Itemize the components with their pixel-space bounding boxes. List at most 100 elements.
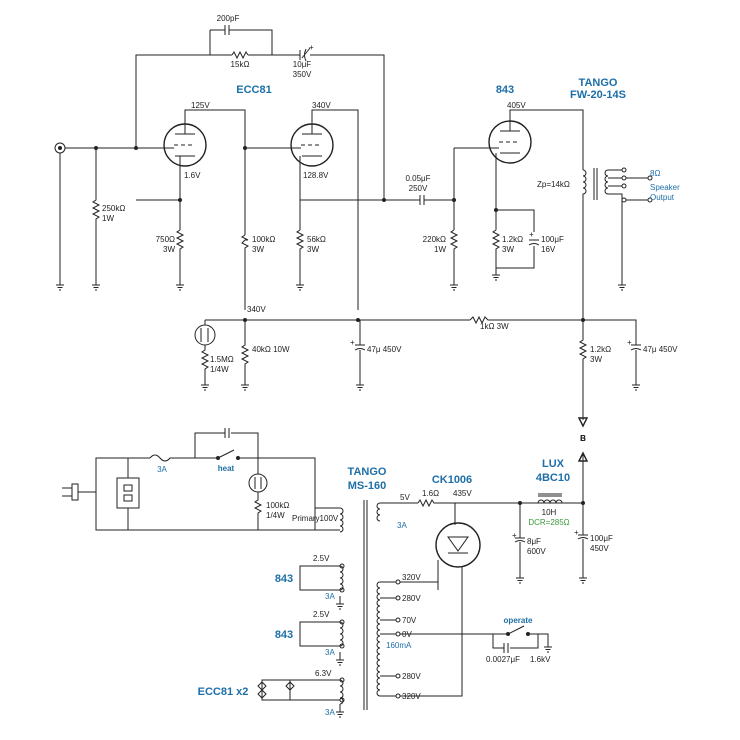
ground-icon [450, 284, 458, 291]
label-1-2k-b: 1.2kΩ [590, 345, 611, 354]
svg-text:+: + [529, 230, 534, 239]
label-zp: Zp=14kΩ [537, 180, 570, 189]
feedback-cap-wire [210, 29, 273, 55]
label-843-h1: 843 [275, 573, 293, 585]
hv-secondary [376, 581, 381, 697]
label-100k-neon-w: 1/4W [266, 511, 285, 520]
label-6-3v: 6.3V [315, 669, 332, 678]
label-b-bottom: B [580, 434, 586, 443]
ground-icon [176, 284, 184, 291]
label-8ohm: 8Ω [650, 169, 660, 178]
label-5v: 5V [400, 493, 410, 502]
label-1-6v: 1.6V [184, 171, 201, 180]
label-output: Output [650, 193, 675, 202]
ground-icon [56, 284, 64, 291]
label-0-05uf: 0.05μF [405, 174, 430, 183]
label-100k: 100kΩ [252, 235, 275, 244]
resistor-15k [231, 50, 249, 60]
label-280v-a: 280V [402, 594, 421, 603]
label-340v-rail: 340V [247, 305, 266, 314]
resistor-1-5m [200, 320, 210, 385]
label-ck1006: CK1006 [432, 474, 472, 486]
resistor-1-6ohm [417, 498, 456, 525]
ground-icon [296, 284, 304, 291]
label-200pf: 200pF [217, 14, 240, 23]
label-2-5v-a: 2.5V [313, 554, 330, 563]
label-340v-a: 340V [312, 101, 331, 110]
label-fw-20-14s: FW-20-14S [570, 89, 626, 101]
label-47u-a: 47μ 450V [367, 345, 402, 354]
resistor-250k [91, 148, 101, 285]
label-10h: 10H [542, 508, 557, 517]
label-843-top: 843 [496, 84, 514, 96]
label-primary: Primary100V [292, 514, 339, 523]
label-operate: operate [504, 616, 533, 625]
label-250v: 250V [409, 184, 428, 193]
resistor-40k [240, 320, 250, 385]
svg-text:+: + [350, 338, 355, 347]
label-1k-3w: 1kΩ 3W [480, 322, 509, 331]
label-heat: heat [218, 464, 235, 473]
label-56k: 56kΩ [307, 235, 326, 244]
plate3-wire [509, 109, 584, 170]
heat-neon-icon [248, 473, 268, 493]
output-transformer-secondary [604, 169, 609, 195]
label-750: 750Ω [156, 235, 175, 244]
label-8uf: 8μF [527, 537, 541, 546]
label-435v: 435V [453, 489, 472, 498]
label-ms-160: MS-160 [348, 480, 387, 492]
label-3a-h3: 3A [325, 708, 335, 717]
svg-text:+: + [574, 528, 579, 537]
label-b-top: B [580, 434, 586, 443]
heater-winding-2 [339, 621, 344, 647]
feedback-wire-left [135, 30, 232, 148]
label-350v: 350V [293, 70, 312, 79]
label-15k: 15kΩ [231, 60, 250, 69]
output-transformer-primary [582, 169, 587, 320]
label-lux: LUX [542, 458, 565, 470]
label-1-6ohm: 1.6Ω [422, 489, 439, 498]
label-3a-5v: 3A [397, 521, 407, 530]
resistor-56k [295, 229, 305, 285]
resistor-100k [241, 234, 249, 310]
neon-indicator-icon [194, 324, 216, 346]
label-843-h2: 843 [275, 629, 293, 641]
heater-winding-1 [339, 565, 344, 591]
mains-plug-icon[interactable] [62, 483, 79, 501]
label-1-5m: 1.5MΩ [210, 355, 234, 364]
label-4bc10: 4BC10 [536, 472, 570, 484]
operate-switch[interactable] [528, 633, 549, 647]
label-1-2k-cath: 1.2kΩ [502, 235, 523, 244]
label-320v-a: 320V [402, 573, 421, 582]
svg-text:+: + [512, 531, 517, 540]
ck1006-rectifier-icon [435, 522, 481, 568]
label-100k-neon: 100kΩ [266, 501, 289, 510]
label-0-0027uf: 0.0027μF [486, 655, 520, 664]
label-2-5v-b: 2.5V [313, 610, 330, 619]
label-1-2k-b-w: 3W [590, 355, 602, 364]
label-100uf-psu: 100μF [590, 534, 613, 543]
label-40k: 40kΩ 10W [252, 345, 290, 354]
feedback-wire-right [248, 54, 385, 200]
label-1-5m-w: 1/4W [210, 365, 229, 374]
label-250k-w: 1W [102, 214, 114, 223]
label-405v: 405V [507, 101, 526, 110]
label-160ma: 160mA [386, 641, 412, 650]
svg-text:+: + [627, 338, 632, 347]
label-280v-b: 280V [402, 672, 421, 681]
label-ecc81-x2: ECC81 x2 [198, 686, 249, 698]
label-320v-b: 320V [402, 692, 421, 701]
label-tango-top: TANGO [579, 77, 618, 89]
label-3a-h1: 3A [325, 592, 335, 601]
label-125v: 125V [191, 101, 210, 110]
outlet-icon [116, 477, 140, 509]
svg-text:+: + [309, 43, 314, 52]
resistor-1-2k-b [578, 320, 588, 420]
fuse-icon [149, 454, 218, 462]
label-speaker: Speaker [650, 183, 680, 192]
label-3a-fuse: 3A [157, 465, 167, 474]
label-1-2k-cath-w: 3W [502, 245, 514, 254]
heat-switch[interactable] [238, 457, 316, 530]
